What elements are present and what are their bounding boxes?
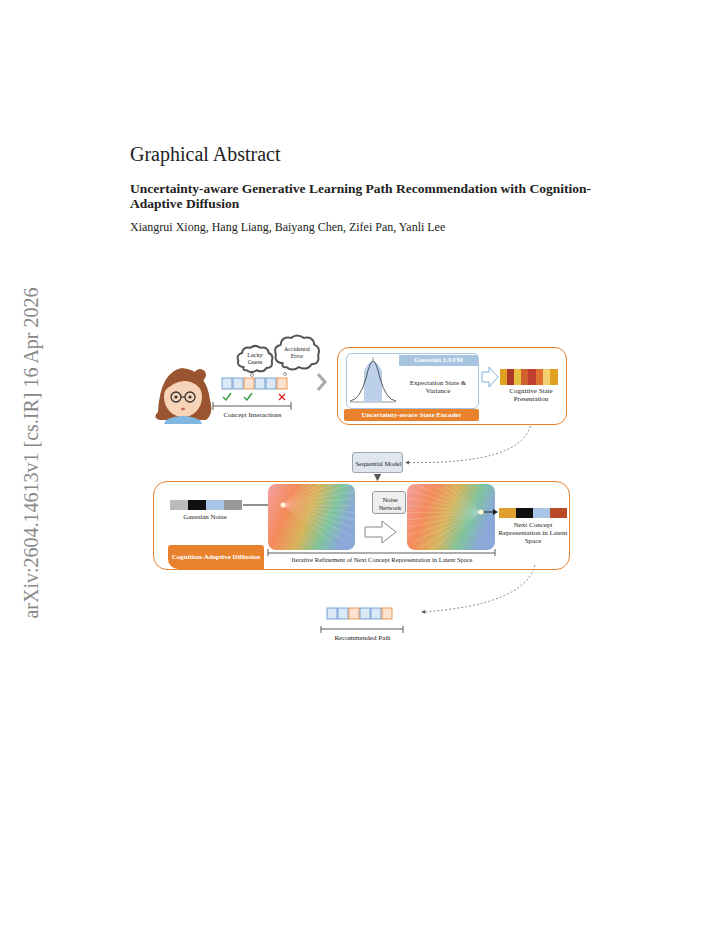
module-box: Uncertainty-aware State EncoderGaussian … <box>337 347 567 425</box>
node-text: Lucky Guess <box>240 349 270 369</box>
arxiv-id: arXiv:2604.14613v1 [cs.IR] 16 Apr 2026 <box>20 263 44 643</box>
caption-label: Iterative Refinement of Next Concept Rep… <box>262 556 502 563</box>
node-text: Sequential Model <box>354 454 403 473</box>
caption-label: Cognitive State Presentation <box>497 387 565 403</box>
node-text: Uncertainty-aware State Encoder <box>344 409 479 421</box>
node-text: Gaussian LSTM <box>399 355 478 366</box>
module-box: Cognition-Adaptive Diffusion Noise Networ… <box>153 481 570 570</box>
author-list: Xiangrui Xiong, Hang Liang, Baiyang Chen… <box>130 220 610 235</box>
thought-cloud: Lucky Guess <box>236 344 274 374</box>
node-text: Cognition-Adaptive Diffusion <box>168 545 264 569</box>
concept-squares <box>222 378 287 389</box>
node-text: Noise Network <box>374 493 406 514</box>
student-icon <box>155 368 211 424</box>
page-heading: Graphical Abstract <box>130 143 530 166</box>
lstm-box: Gaussian LSTM Expectation State & Varianc… <box>346 353 479 409</box>
caption-label: Gaussian Noise <box>160 513 250 521</box>
connector <box>406 426 530 463</box>
connector <box>377 474 378 480</box>
gaussian-curve <box>350 357 396 402</box>
node-text: Expectation State & Variance <box>399 368 477 406</box>
process-box: Sequential Model <box>352 452 403 473</box>
caption-label: Next Concept Representation in Latent Sp… <box>498 521 568 545</box>
node-text: Accidental Error <box>279 340 315 365</box>
process-box: Noise Network <box>372 491 406 514</box>
paper-title: Uncertainty-aware Generative Learning Pa… <box>130 181 610 211</box>
thought-cloud: Accidental Error <box>273 333 321 372</box>
path-squares <box>327 608 392 619</box>
caption-label: Recommended Path <box>315 634 410 642</box>
caption-label: Concept Interactions <box>205 411 300 419</box>
state-bar <box>500 369 558 385</box>
